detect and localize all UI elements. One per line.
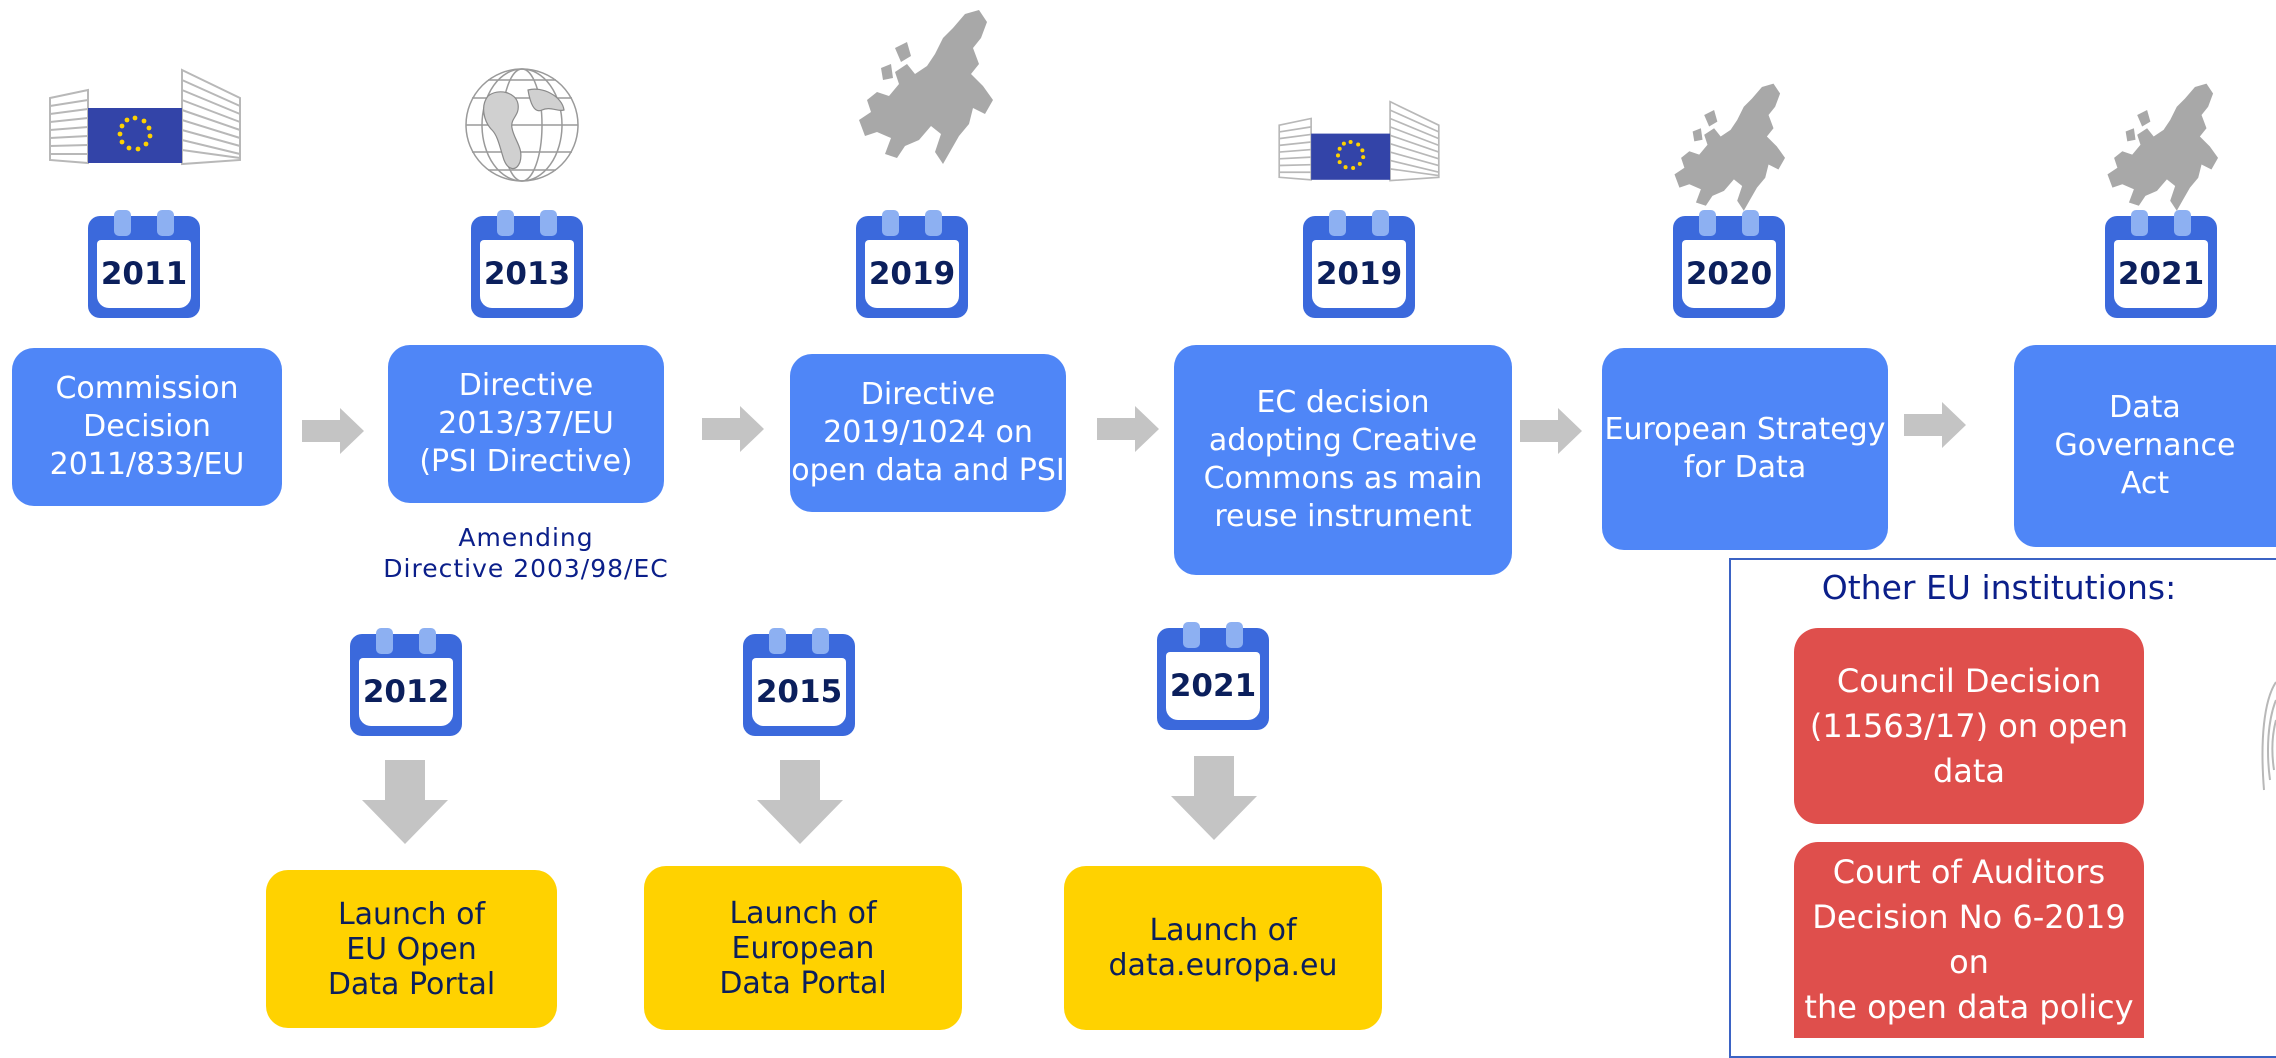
arrow-down-icon bbox=[362, 760, 448, 844]
calendar-icon: 2011 bbox=[88, 210, 200, 318]
calendar-icon: 2021 bbox=[2105, 210, 2217, 318]
calendar-icon: 2019 bbox=[1303, 210, 1415, 318]
year-label: 2021 bbox=[1166, 652, 1260, 720]
year-label: 2013 bbox=[480, 240, 574, 308]
launch-european-data-portal: Launch of European Data Portal bbox=[644, 866, 962, 1030]
ec-building-flag-icon bbox=[1278, 100, 1440, 182]
arrow-right-icon bbox=[1520, 408, 1582, 454]
year-label: 2011 bbox=[97, 240, 191, 308]
ec-building-flag-icon bbox=[49, 68, 241, 166]
arrow-right-icon bbox=[1097, 406, 1159, 452]
year-label: 2012 bbox=[359, 658, 453, 726]
other-institutions-title: Other EU institutions: bbox=[1821, 568, 2177, 607]
calendar-icon: 2021 bbox=[1157, 622, 1269, 730]
calendar-icon: 2020 bbox=[1673, 210, 1785, 318]
europe-map-icon bbox=[2107, 83, 2219, 211]
milestone-strategy-for-data: European Strategy for Data bbox=[1602, 348, 1888, 550]
amending-note: Amending Directive 2003/98/EC bbox=[383, 523, 669, 583]
council-decision-box: Council Decision (11563/17) on open data bbox=[1794, 628, 2144, 824]
year-label: 2019 bbox=[1312, 240, 1406, 308]
launch-data-europa-eu: Launch of data.europa.eu bbox=[1064, 866, 1382, 1030]
globe-icon bbox=[465, 68, 579, 182]
milestone-data-governance-act: Data Governance Act bbox=[2014, 345, 2276, 547]
arrow-right-icon bbox=[702, 406, 764, 452]
milestone-open-data-directive: Directive 2019/1024 on open data and PSI bbox=[790, 354, 1066, 512]
calendar-icon: 2015 bbox=[743, 628, 855, 736]
year-label: 2021 bbox=[2114, 240, 2208, 308]
arrow-down-icon bbox=[1171, 756, 1257, 840]
calendar-icon: 2019 bbox=[856, 210, 968, 318]
year-label: 2020 bbox=[1682, 240, 1776, 308]
year-label: 2015 bbox=[752, 658, 846, 726]
milestone-commission-decision: Commission Decision 2011/833/EU bbox=[12, 348, 282, 506]
arrow-right-icon bbox=[1904, 402, 1966, 448]
court-of-auditors-box: Court of Auditors Decision No 6-2019 on … bbox=[1794, 842, 2144, 1038]
milestone-creative-commons-decision: EC decision adopting Creative Commons as… bbox=[1174, 345, 1512, 575]
arrow-down-icon bbox=[757, 760, 843, 844]
milestone-psi-directive: Directive 2013/37/EU (PSI Directive) bbox=[388, 345, 664, 503]
year-label: 2019 bbox=[865, 240, 959, 308]
europe-map-icon bbox=[859, 10, 993, 164]
europe-map-icon bbox=[1674, 83, 1786, 211]
ec-building-icon bbox=[2261, 681, 2276, 791]
calendar-icon: 2012 bbox=[350, 628, 462, 736]
launch-eu-open-data-portal: Launch of EU Open Data Portal bbox=[266, 870, 557, 1028]
arrow-right-icon bbox=[302, 408, 364, 454]
calendar-icon: 2013 bbox=[471, 210, 583, 318]
